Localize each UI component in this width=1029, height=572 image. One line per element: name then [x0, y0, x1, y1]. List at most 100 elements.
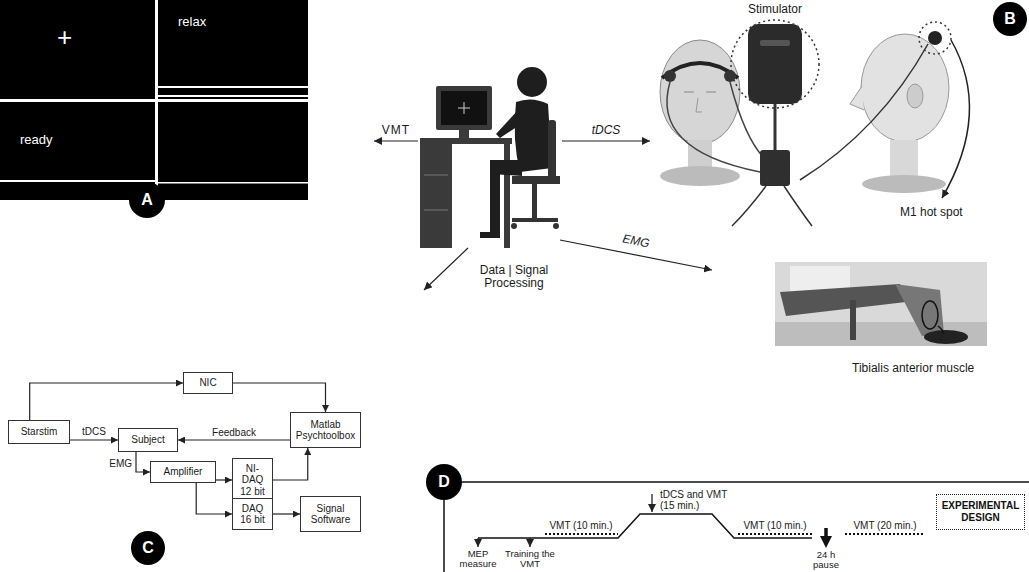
channel-label: Data | Signal Processing	[466, 264, 562, 290]
process-box: Amplifier	[150, 461, 216, 483]
timeline	[443, 500, 445, 572]
connector-label: EMG	[100, 458, 132, 469]
workstation-icon	[496, 110, 524, 138]
panel-badge: A	[129, 182, 165, 218]
tdcs-photo	[696, 98, 702, 112]
tdcs-photo	[688, 140, 712, 168]
timeline-label: Training the VMT	[505, 549, 555, 568]
emg-photo	[938, 326, 944, 340]
emg-photo	[850, 300, 856, 340]
screen-text: relax	[178, 15, 206, 28]
task-screen: relax	[158, 0, 308, 99]
screen-text: +	[57, 24, 72, 50]
workstation-icon	[532, 184, 537, 218]
tdcs-photo	[660, 166, 740, 186]
emg-photo	[924, 330, 968, 344]
pointer-arrow	[374, 141, 712, 290]
workstation-icon	[480, 232, 500, 238]
workstation-icon	[458, 108, 470, 109]
emg-photo	[775, 262, 987, 346]
pointer-arrow	[374, 140, 418, 141]
timeline	[444, 482, 1029, 572]
timeline	[477, 538, 478, 547]
timeline	[738, 533, 812, 535]
pointer-arrow	[424, 248, 468, 290]
signal-connector	[273, 513, 300, 514]
blank-screen	[158, 102, 308, 200]
box-label: DAQ 16 bit	[236, 503, 269, 526]
timeline-label: VMT (10 min.)	[541, 520, 621, 531]
signal-connector	[30, 383, 183, 420]
timeline-label: VMT (10 min.)	[735, 520, 815, 531]
signal-connector	[178, 439, 290, 440]
workstation-icon	[436, 86, 492, 130]
workstation-icon	[420, 138, 512, 144]
screen-bar	[158, 95, 308, 97]
timeline	[845, 533, 925, 535]
box-label: Signal Software	[304, 503, 357, 526]
tdcs-photo	[784, 186, 812, 226]
screen-text: ready	[20, 133, 53, 146]
workstation-icon	[424, 175, 448, 176]
panel-badge: D	[426, 464, 462, 500]
tdcs-photo	[760, 150, 790, 186]
tdcs-photo	[660, 20, 969, 226]
panel-letter: D	[438, 473, 450, 491]
emg-photo	[775, 322, 987, 346]
workstation-icon	[553, 223, 559, 229]
signal-connector	[273, 448, 308, 480]
timeline	[651, 494, 652, 512]
workstation-icon	[512, 218, 558, 222]
box-label: EXPERIMENTAL DESIGN	[941, 500, 1020, 524]
timeline	[529, 538, 530, 547]
tdcs-photo	[664, 70, 676, 82]
photo-caption: Stimulator	[735, 3, 815, 16]
box-label: Starstim	[21, 426, 58, 438]
timeline-label: VMT (20 min.)	[845, 520, 925, 531]
photo-caption: Tibialis anterior muscle	[852, 362, 1024, 375]
process-box: Starstim	[8, 420, 70, 444]
tdcs-photo	[760, 40, 790, 46]
box-label: Matlab Psychtoolbox	[294, 419, 357, 442]
tdcs-photo	[919, 22, 951, 54]
tdcs-photo	[660, 40, 740, 144]
workstation-icon	[424, 210, 448, 211]
workstation-icon	[441, 91, 487, 125]
timeline-label: 24 h pause	[811, 550, 841, 569]
process-box: Subject	[118, 428, 178, 452]
screen-bar	[158, 86, 308, 88]
panel-badge: B	[993, 2, 1027, 36]
channel-label: tDCS	[584, 124, 628, 137]
workstation-icon	[512, 176, 560, 184]
workstation-icon	[459, 130, 469, 138]
signal-connector	[216, 479, 232, 480]
signal-connector	[233, 383, 326, 412]
signal-connector	[196, 483, 232, 514]
screen-bar	[0, 180, 155, 182]
timeline	[545, 533, 618, 535]
box-label: Subject	[131, 434, 164, 446]
blank-screen	[158, 182, 308, 184]
emg-photo	[895, 284, 944, 336]
tdcs-photo	[731, 20, 819, 108]
tdcs-photo	[667, 82, 760, 172]
tdcs-photo	[684, 92, 694, 93]
workstation-icon	[511, 223, 517, 229]
tdcs-photo	[861, 34, 949, 142]
channel-label: VMT	[374, 124, 418, 137]
box-label: NI-DAQ 12 bit	[236, 463, 269, 498]
timeline	[824, 528, 828, 542]
process-box: NI-DAQ 12 bit	[232, 458, 273, 502]
panel-letter: B	[1004, 10, 1016, 28]
box-label: Amplifier	[164, 466, 203, 478]
box-label: NIC	[199, 377, 216, 389]
emg-photo	[780, 284, 906, 316]
task-screen: ready	[0, 102, 155, 200]
pointer-arrow	[562, 140, 650, 141]
panel-letter: A	[141, 191, 153, 209]
tdcs-photo	[862, 175, 946, 193]
timeline	[462, 481, 1029, 483]
workstation-icon	[420, 67, 560, 248]
workstation-icon	[490, 160, 500, 236]
